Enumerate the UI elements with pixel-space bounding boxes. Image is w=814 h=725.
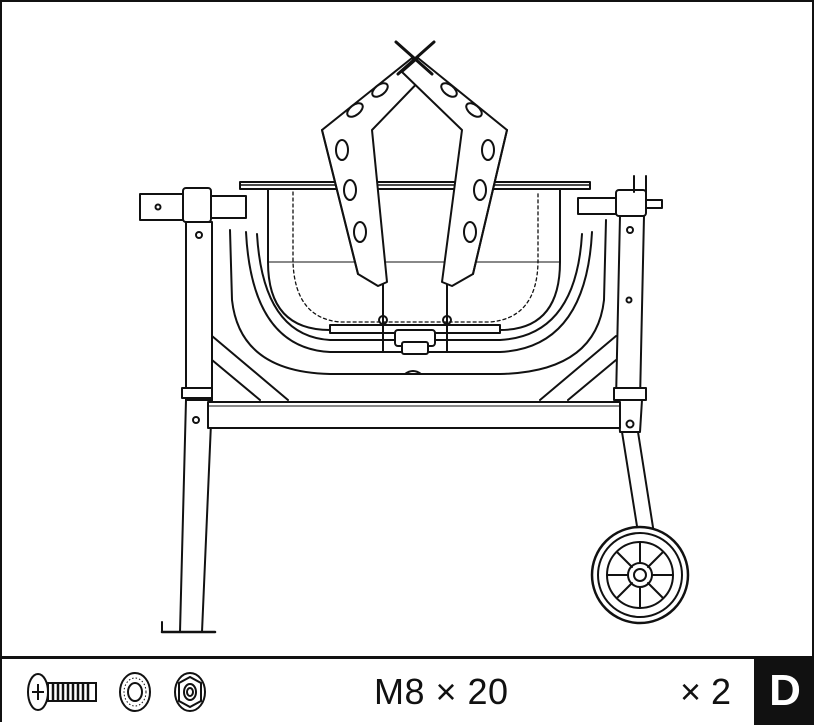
lifting-arms: [321, 40, 508, 287]
bolt-size-label: M8 × 20: [374, 671, 509, 712]
hardware-footer: M8 × 20 × 2 D: [0, 656, 814, 725]
right-support: [577, 175, 663, 546]
left-support: [139, 187, 247, 634]
wheel: [590, 525, 690, 625]
bolt-icon: [27, 673, 97, 711]
nut-icon: [174, 672, 206, 712]
washer-icon: [119, 672, 151, 712]
drum: [229, 181, 607, 375]
assembly-drawing: [139, 40, 690, 634]
cross-bar: [207, 335, 621, 429]
hardware-icons: [27, 672, 206, 712]
step-letter-badge: D: [754, 659, 814, 725]
quantity-label: × 2: [680, 671, 732, 712]
